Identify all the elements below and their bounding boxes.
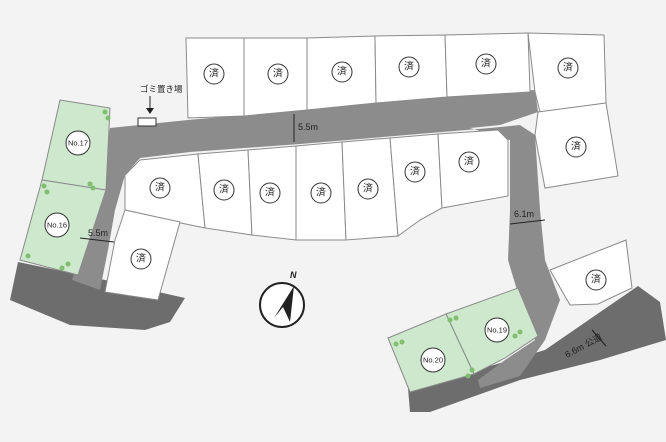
svg-text:済: 済 — [591, 273, 601, 286]
north-compass: N — [259, 270, 305, 328]
sold-badge: 済 — [404, 161, 426, 183]
svg-text:No.16: No.16 — [47, 221, 67, 230]
svg-text:済: 済 — [337, 65, 347, 78]
lot-mid-6[interactable] — [389, 133, 443, 237]
sold-badge: 済 — [565, 136, 587, 158]
dim-top-road: 5.5m — [298, 122, 318, 132]
dim-right-road: 6.1m — [514, 209, 534, 219]
sold-badge: 済 — [259, 182, 281, 204]
dim-line-left-road — [79, 237, 115, 243]
sold-badge: 済 — [310, 182, 332, 204]
svg-text:済: 済 — [404, 60, 414, 73]
sold-badge: 済 — [203, 63, 225, 85]
north-label: N — [290, 270, 297, 280]
svg-text:済: 済 — [219, 183, 229, 196]
dim-left-road: 5.5m — [88, 228, 108, 238]
svg-text:済: 済 — [363, 182, 373, 195]
north-arrow-icon — [274, 286, 294, 322]
sold-badge: 済 — [357, 178, 379, 200]
public-road-right — [408, 286, 666, 412]
sold-badge: 済 — [267, 63, 289, 85]
sold-badge: 済 — [213, 179, 235, 201]
svg-text:済: 済 — [136, 252, 146, 265]
svg-text:No.17: No.17 — [68, 139, 88, 148]
svg-text:済: 済 — [316, 186, 326, 199]
svg-text:済: 済 — [155, 181, 165, 194]
dim-line-public-road — [591, 329, 607, 347]
svg-text:済: 済 — [571, 140, 581, 153]
lot-number-badge-no16: No.16 — [44, 212, 70, 238]
sold-badge: 済 — [331, 61, 353, 83]
public-road-left — [10, 262, 185, 330]
svg-text:済: 済 — [265, 186, 275, 199]
sold-badge: 済 — [398, 56, 420, 78]
svg-text:済: 済 — [209, 67, 219, 80]
sold-badge: 済 — [130, 248, 152, 270]
sold-badge: 済 — [585, 269, 607, 291]
sold-badge: 済 — [557, 57, 579, 79]
garbage-arrow-head — [146, 108, 154, 114]
sold-badges: 済 済 済 済 済 済 済 済 済 済 済 済 済 済 済 済 — [130, 53, 607, 291]
sold-badge: 済 — [149, 177, 171, 199]
garbage-label: ゴミ置き場 — [140, 84, 183, 95]
svg-text:済: 済 — [464, 155, 474, 168]
svg-text:済: 済 — [410, 165, 420, 178]
sold-badge: 済 — [458, 151, 480, 173]
garbage-area — [137, 117, 157, 127]
lot-number-badge-no19: No.19 — [484, 317, 510, 343]
private-road — [72, 90, 560, 388]
svg-text:No.20: No.20 — [423, 356, 443, 365]
dim-line-right-road — [509, 219, 546, 225]
lot-number-badge-no17: No.17 — [65, 130, 91, 156]
trees — [25, 109, 523, 379]
lot-number-badge-no20: No.20 — [420, 347, 446, 373]
sold-badge: 済 — [475, 53, 497, 75]
svg-text:済: 済 — [273, 67, 283, 80]
svg-text:No.19: No.19 — [487, 326, 507, 335]
svg-text:済: 済 — [563, 61, 573, 74]
svg-text:済: 済 — [481, 57, 491, 70]
